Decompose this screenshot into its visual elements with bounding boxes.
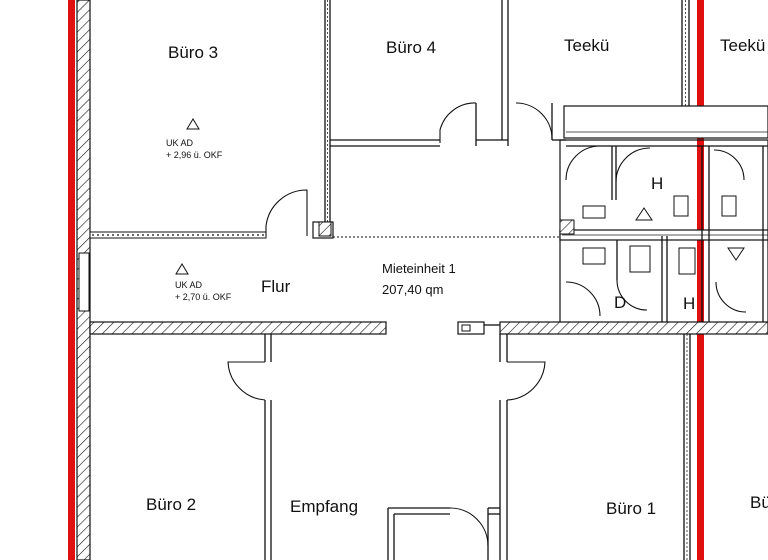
room-label-flur: Flur [261, 277, 291, 296]
unit-name: Mieteinheit 1 [382, 261, 456, 276]
room-label-teekue2: Teekü [720, 36, 765, 55]
wc-label-h2: H [683, 294, 695, 313]
level-marker-lower-icon [175, 263, 189, 275]
level-lower-line1: UK AD [175, 280, 203, 290]
room-label-buero4: Büro 4 [386, 38, 436, 57]
level-upper-line1: UK AD [166, 138, 194, 148]
upper-walls [89, 0, 768, 239]
lower-doors [227, 361, 546, 547]
lower-walls [264, 334, 691, 560]
room-label-buero3: Büro 3 [168, 43, 218, 62]
room-label-buero2: Büro 2 [146, 495, 196, 514]
boundary-line-left [68, 0, 75, 560]
level-lower-line2: + 2,70 ü. OKF [175, 292, 232, 302]
room-label-buero-partial: Bü [750, 493, 768, 512]
boundary-line-right [697, 0, 704, 560]
room-label-buero1: Büro 1 [606, 499, 656, 518]
unit-area: 207,40 qm [382, 282, 443, 297]
wc-label-d: D [614, 293, 626, 312]
room-label-empfang: Empfang [290, 497, 358, 516]
level-upper-line2: + 2,96 ü. OKF [166, 150, 223, 160]
upper-doors [265, 102, 553, 236]
wc-label-h1: H [651, 174, 663, 193]
room-label-teekue1: Teekü [564, 36, 609, 55]
west-wall [76, 0, 91, 560]
level-marker-upper-icon [186, 118, 200, 130]
corridor-south-wall [89, 321, 768, 335]
wc-block [559, 139, 768, 331]
